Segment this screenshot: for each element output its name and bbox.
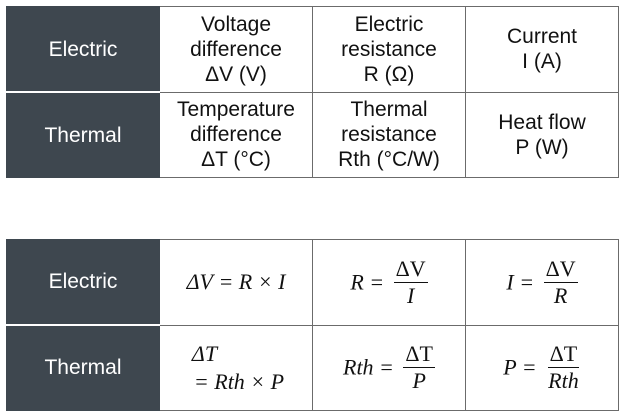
row-header-electric: Electric <box>6 6 160 93</box>
fraction: ΔV I <box>393 255 428 309</box>
cell-line: Current <box>506 25 578 49</box>
numerator: ΔV <box>393 255 428 283</box>
cell-line: difference <box>190 37 282 61</box>
thermal-ohms-law-equation: ΔT = Rth × P <box>159 324 313 411</box>
current-equation: I = ΔV R <box>465 239 619 326</box>
heat-flow-equation: P = ΔT Rth <box>465 324 619 411</box>
electric-resistance-cell: Electric resistance R (Ω) <box>312 6 466 93</box>
numerator: ΔT <box>547 341 580 369</box>
cell-line: ΔT (°C) <box>201 148 271 172</box>
cell-line: resistance <box>341 37 437 61</box>
ohms-law-equation: ΔV = R × I <box>159 239 313 326</box>
equation-rhs: = Rth × P <box>193 368 285 394</box>
row-header-thermal: Thermal <box>6 324 160 411</box>
cell-line: Rth (°C/W) <box>338 148 440 172</box>
quantities-table: Electric Voltage difference ΔV (V) Elect… <box>6 6 619 178</box>
current-cell: Current I (A) <box>465 6 619 93</box>
denominator: P <box>412 368 426 394</box>
equations-table: Electric ΔV = R × I R = ΔV I I = ΔV R Th… <box>6 239 619 411</box>
heat-flow-cell: Heat flow P (W) <box>465 91 619 178</box>
fraction: ΔV R <box>543 255 578 309</box>
denominator: R <box>553 282 568 308</box>
thermal-resistance-equation: Rth = ΔT P <box>312 324 466 411</box>
cell-line: Voltage <box>200 12 272 36</box>
equation-rhs: = R × I <box>218 269 286 295</box>
row-header-thermal: Thermal <box>6 91 160 178</box>
cell-line: R (Ω) <box>363 62 415 86</box>
table-row-thermal: Thermal Temperature difference ΔT (°C) T… <box>6 91 619 178</box>
equation-lhs: P = <box>503 354 537 380</box>
resistance-equation: R = ΔV I <box>312 239 466 326</box>
cell-line: Temperature <box>177 98 295 122</box>
table-row-electric: Electric Voltage difference ΔV (V) Elect… <box>6 6 619 93</box>
cell-line: Heat flow <box>498 110 586 134</box>
table-row-thermal: Thermal ΔT = Rth × P Rth = ΔT P P = ΔT R… <box>6 324 619 411</box>
row-header-electric: Electric <box>6 239 160 326</box>
numerator: ΔT <box>403 341 435 369</box>
fraction: ΔT Rth <box>546 341 581 394</box>
stacked-equation: ΔT = Rth × P <box>188 340 284 396</box>
equation-lhs: R = <box>350 269 385 295</box>
cell-line: ΔV (V) <box>205 62 267 86</box>
table-row-electric: Electric ΔV = R × I R = ΔV I I = ΔV R <box>6 239 619 326</box>
cell-line: difference <box>190 123 282 147</box>
equation-lhs: Rth = <box>343 354 394 380</box>
cell-line: Electric <box>354 12 424 36</box>
equation-lhs: ΔT <box>191 340 218 366</box>
voltage-difference-cell: Voltage difference ΔV (V) <box>159 6 313 93</box>
denominator: I <box>406 282 415 308</box>
equation-lhs: ΔV <box>186 269 213 295</box>
temperature-difference-cell: Temperature difference ΔT (°C) <box>159 91 313 178</box>
fraction: ΔT P <box>403 341 435 394</box>
thermal-resistance-cell: Thermal resistance Rth (°C/W) <box>312 91 466 178</box>
cell-line: Thermal <box>350 98 428 122</box>
equation-lhs: I = <box>506 269 535 295</box>
cell-line: resistance <box>341 123 437 147</box>
cell-line: I (A) <box>522 50 562 74</box>
numerator: ΔV <box>543 255 578 283</box>
cell-line: P (W) <box>515 135 569 159</box>
denominator: Rth <box>548 368 579 394</box>
